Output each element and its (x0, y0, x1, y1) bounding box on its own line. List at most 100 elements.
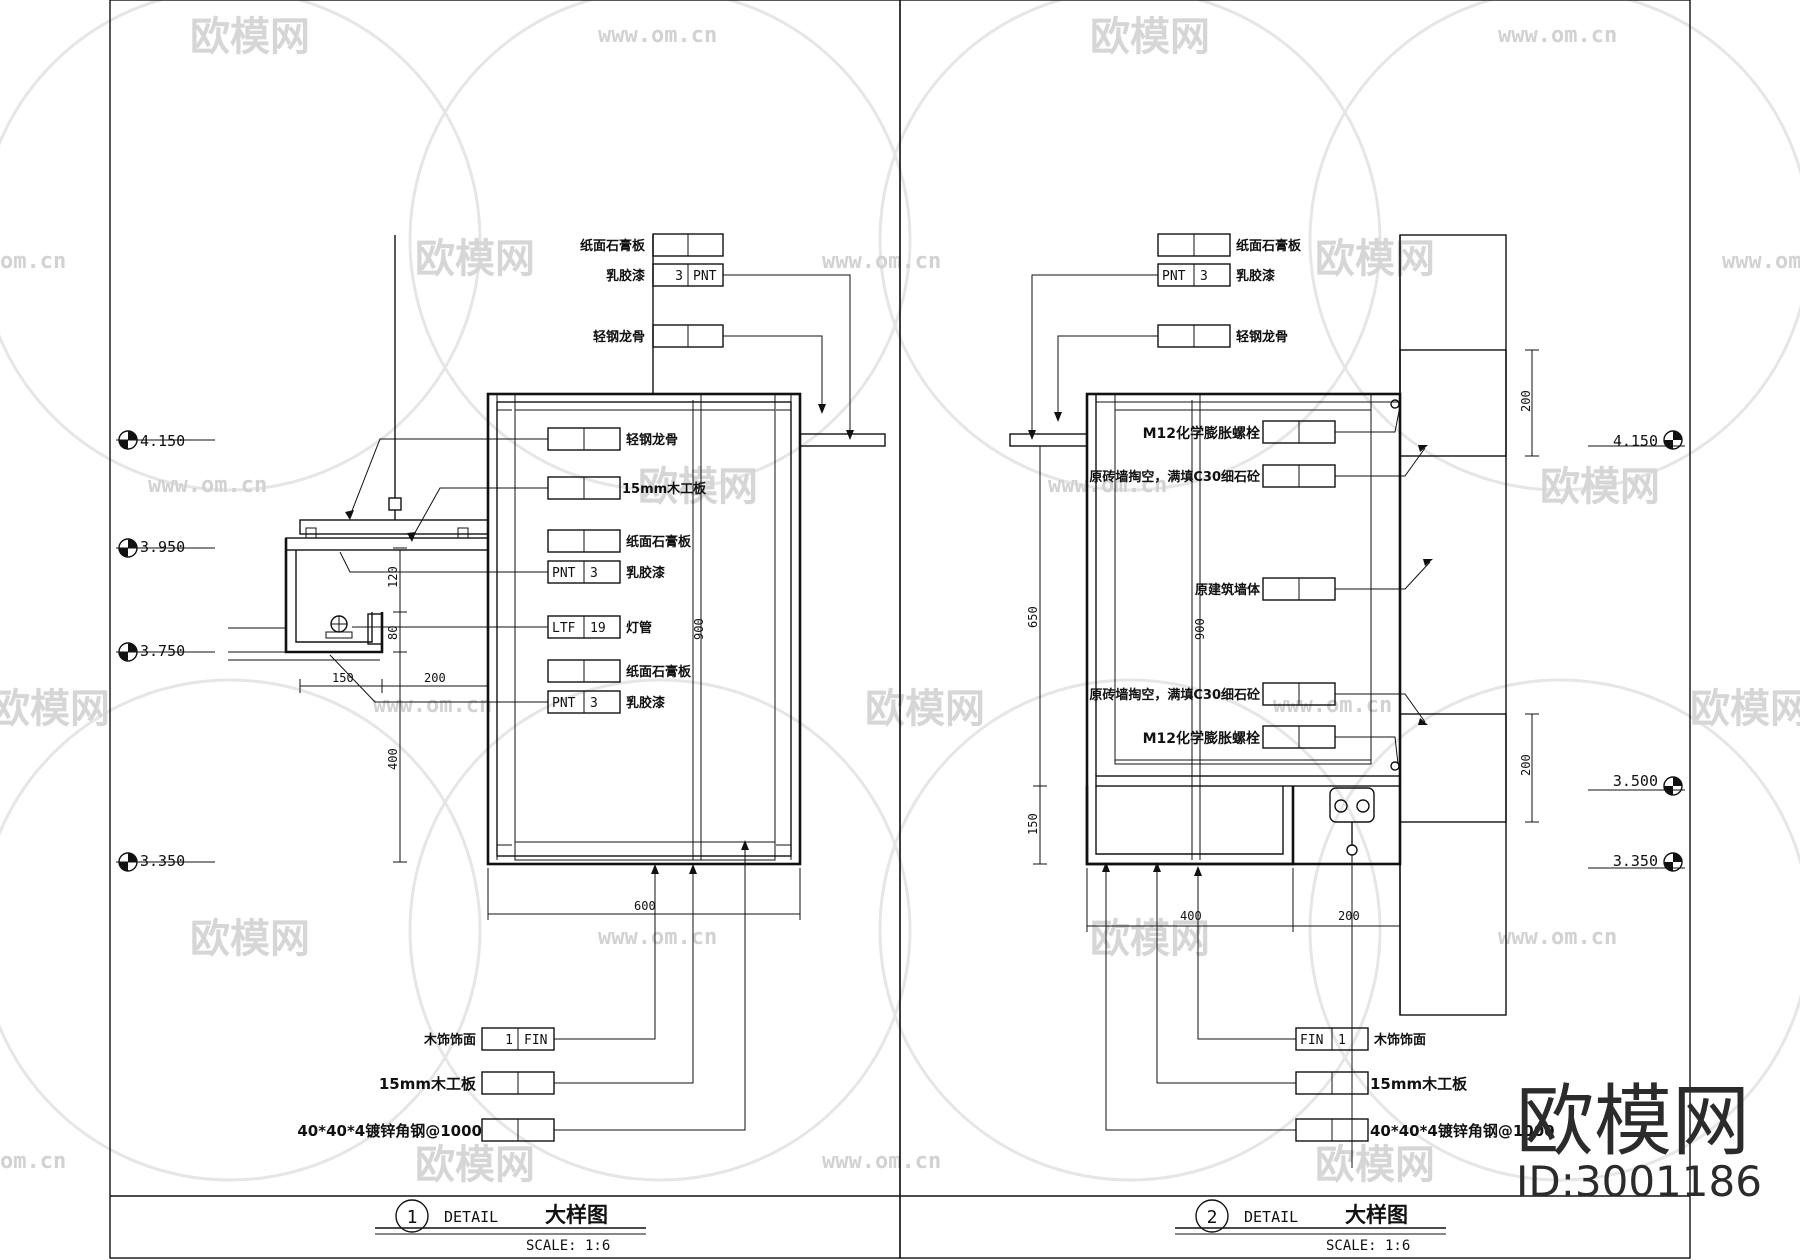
detail-number: 2 (1207, 1207, 1218, 1228)
watermark-url: www.om.cn (598, 925, 717, 950)
tag-code: FIN (1300, 1033, 1323, 1048)
tag-label: 轻钢龙骨 (1236, 329, 1288, 345)
dimension-value: 400 (1180, 909, 1202, 923)
level-marker: 3.750 (116, 642, 215, 662)
material-tag: 纸面石膏板 (547, 659, 692, 683)
brand-block: 欧模网 ID:3001186 (1516, 1077, 1762, 1206)
tag-num: 3 (675, 269, 683, 284)
material-tag: 轻钢龙骨 (547, 427, 678, 451)
tag-label: 原砖墙掏空，满填C30细石砼 (1089, 687, 1261, 703)
level-marker: 3.500 (1588, 772, 1685, 796)
watermark-brand: 欧模网 (1315, 1142, 1435, 1188)
tag-label: 木饰饰面 (423, 1032, 476, 1048)
material-tag: PNT 3 乳胶漆 (547, 690, 665, 714)
watermark-url: www.om.cn (1722, 249, 1800, 274)
tag-label: M12化学膨胀螺栓 (1143, 730, 1260, 747)
dimensions-left: 120 80 400 150 200 900 600 (299, 400, 801, 920)
detail-name: 大样图 (545, 1203, 608, 1227)
tag-label: 15mm木工板 (1370, 1075, 1468, 1093)
light-trough-section (228, 235, 654, 661)
material-tag: 3 PNT 乳胶漆 (606, 263, 724, 287)
dimension-value: 80 (386, 626, 400, 640)
tag-num: 19 (590, 621, 606, 636)
bottom-callouts-left: 1 FIN 木饰饰面 15mm木工板 40*40*4镀锌角钢@1000 (297, 840, 749, 1142)
ceiling-box-section-right (1009, 392, 1402, 1168)
detail-name: 大样图 (1345, 1203, 1408, 1227)
material-tag: 1 FIN 木饰饰面 (423, 1027, 555, 1051)
watermark-brand: 欧模网 (415, 236, 535, 282)
material-tag: LTF 19 灯管 (547, 615, 652, 639)
watermark-url: www.om.cn (1498, 925, 1617, 950)
detail-label: DETAIL (1244, 1208, 1298, 1226)
material-tag: 原建筑墙体 (1195, 577, 1336, 601)
top-callouts-left: 纸面石膏板 3 PNT 乳胶漆 轻钢龙骨 (580, 233, 854, 440)
watermark-url: www.om.cn (1048, 473, 1167, 498)
tag-label: 乳胶漆 (1236, 268, 1275, 284)
level-marker: 4.150 (116, 430, 215, 450)
tag-num: 3 (590, 696, 598, 711)
tag-label: 纸面石膏板 (580, 238, 646, 254)
tag-code: FIN (524, 1033, 547, 1048)
material-tag: 纸面石膏板 (547, 529, 692, 553)
tag-label: 乳胶漆 (606, 268, 645, 284)
tag-code: PNT (693, 269, 717, 284)
sheet-frames (109, 0, 1691, 1259)
material-tag: M12化学膨胀螺栓 (1143, 725, 1336, 749)
watermark-brand: 欧模网 (1090, 14, 1210, 60)
watermark-brand: 欧模网 (1315, 236, 1435, 282)
watermark-brand: 欧模网 (1090, 916, 1210, 962)
bottom-callouts-right: FIN 1 木饰饰面 15mm木工板 40*40*4镀锌角钢@1000 (1102, 862, 1555, 1142)
curtain-track-icon (1329, 787, 1375, 1168)
tag-code: PNT (552, 696, 576, 711)
dimension-value: 900 (1193, 618, 1207, 640)
watermark-brand: 欧模网 (1540, 464, 1660, 510)
tag-label: 轻钢龙骨 (593, 329, 645, 345)
watermark-brand: 欧模网 (0, 686, 110, 732)
dimensions-right: 650 150 900 200 200 400 200 (1026, 349, 1539, 932)
level-marker: 4.150 (1588, 430, 1685, 450)
dimension-value: 400 (386, 748, 400, 770)
top-callouts-right: 纸面石膏板 PNT 3 乳胶漆 轻钢龙骨 (1028, 233, 1302, 440)
level-value: 3.350 (140, 852, 185, 870)
tag-label: 乳胶漆 (626, 565, 665, 581)
tag-label: 40*40*4镀锌角钢@1000 (297, 1122, 482, 1140)
ceiling-box-section (486, 392, 886, 866)
watermark-brand: 欧模网 (190, 916, 310, 962)
tag-label: 乳胶漆 (626, 695, 665, 711)
level-value: 3.950 (140, 538, 185, 556)
watermark-url: www.om.cn (148, 473, 267, 498)
tag-code: PNT (552, 566, 576, 581)
tag-label: 灯管 (626, 620, 652, 636)
level-marker: 3.350 (1588, 852, 1685, 872)
scale-label: SCALE: 1:6 (1326, 1238, 1410, 1254)
tag-num: 1 (1338, 1033, 1346, 1048)
level-value: 4.150 (140, 432, 185, 450)
material-tag: 纸面石膏板 (580, 233, 724, 257)
dimension-value: 150 (1026, 813, 1040, 835)
material-tag: 15mm木工板 (379, 1071, 555, 1095)
watermark-brand: 欧模网 (190, 14, 310, 60)
tag-label: 原砖墙掏空，满填C30细石砼 (1089, 469, 1261, 485)
watermark-brand: 欧模网 (415, 1142, 535, 1188)
watermark-url: www.om.cn (1498, 23, 1617, 48)
level-value: 4.150 (1613, 432, 1658, 450)
tag-num: 1 (505, 1033, 513, 1048)
material-tag: 轻钢龙骨 (593, 324, 724, 348)
material-tag: PNT 3 乳胶漆 (547, 560, 665, 584)
watermark-brand: 欧模网 (1690, 686, 1800, 732)
tag-label: 原建筑墙体 (1195, 582, 1261, 598)
material-tag: 纸面石膏板 (1157, 233, 1302, 257)
detail-1: 4.150 3.950 3.750 3.350 (116, 233, 886, 1254)
watermark-url: www.om.cn (373, 693, 492, 718)
watermark-brand: 欧模网 (638, 464, 758, 510)
detail-title-2: 2 DETAIL 大样图 SCALE: 1:6 (1175, 1199, 1446, 1254)
watermark-brands: 欧模网 欧模网 欧模网 欧模网 欧模网 欧模网 欧模网 欧模网 欧模网 欧模网 … (0, 14, 1800, 1188)
material-tag: M12化学膨胀螺栓 (1143, 420, 1336, 444)
detail-2: 纸面石膏板 PNT 3 乳胶漆 轻钢龙骨 M12化学膨胀螺栓 (1009, 233, 1685, 1254)
material-tag: 原砖墙掏空，满填C30细石砼 (1089, 464, 1336, 488)
brand-name: 欧模网 (1516, 1077, 1750, 1167)
tag-label: M12化学膨胀螺栓 (1143, 425, 1260, 442)
tag-code: LTF (552, 621, 576, 636)
